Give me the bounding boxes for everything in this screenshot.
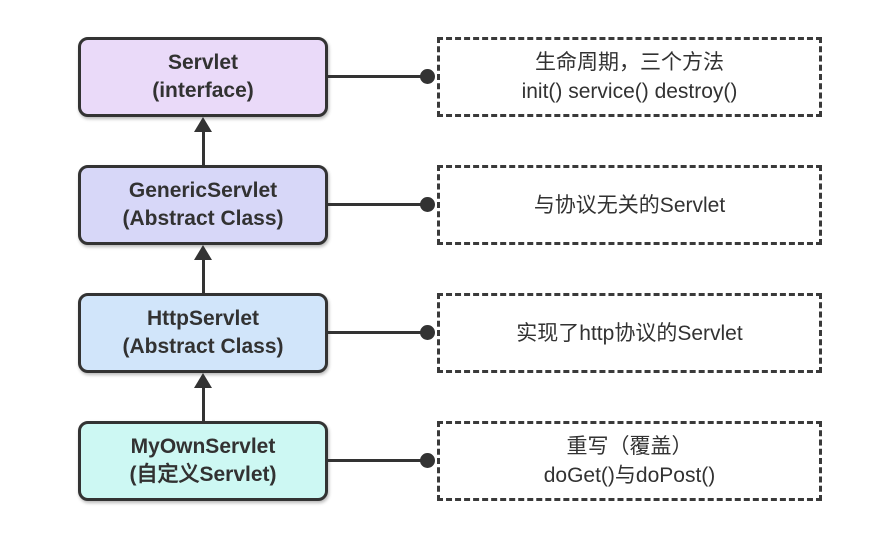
class-box-http-servlet: HttpServlet (Abstract Class) (78, 293, 328, 373)
inheritance-arrow-myown-to-http (194, 373, 212, 421)
class-type-text: (Abstract Class) (122, 207, 284, 230)
connector-line-http-servlet (326, 331, 428, 334)
arrowhead-up-icon (194, 373, 212, 388)
note-box-my-own-servlet: 重写（覆盖） doGet()与doPost() (437, 421, 822, 501)
class-name-text: GenericServlet (128, 179, 278, 202)
note-box-generic-servlet: 与协议无关的Servlet (437, 165, 822, 245)
class-type-text: (interface) (152, 79, 254, 102)
note-line-text: 生命周期，三个方法 (535, 51, 724, 74)
arrow-shaft (201, 131, 205, 165)
class-name-text: MyOwnServlet (130, 435, 276, 458)
class-box-generic-servlet: GenericServlet (Abstract Class) (78, 165, 328, 245)
arrowhead-up-icon (194, 245, 212, 260)
inheritance-arrow-http-to-generic (194, 245, 212, 293)
class-box-servlet: Servlet (interface) (78, 37, 328, 117)
connector-dot-my-own-servlet (420, 453, 435, 468)
class-type-text: (Abstract Class) (122, 335, 284, 358)
note-box-servlet: 生命周期，三个方法 init() service() destroy() (437, 37, 822, 117)
note-line-text: 与协议无关的Servlet (533, 193, 726, 217)
connector-dot-servlet (420, 69, 435, 84)
connector-line-my-own-servlet (326, 459, 428, 462)
note-box-http-servlet: 实现了http协议的Servlet (437, 293, 822, 373)
class-name-text: HttpServlet (146, 307, 260, 330)
connector-line-generic-servlet (326, 203, 428, 206)
class-type-text: (自定义Servlet) (129, 463, 277, 486)
arrow-shaft (201, 259, 205, 293)
arrowhead-up-icon (194, 117, 212, 132)
note-line-text: 实现了http协议的Servlet (516, 321, 743, 345)
note-line-text: doGet()与doPost() (543, 464, 716, 487)
note-line-text: init() service() destroy() (521, 80, 738, 103)
inheritance-arrow-generic-to-servlet (194, 117, 212, 165)
class-name-text: Servlet (167, 51, 239, 74)
class-box-my-own-servlet: MyOwnServlet (自定义Servlet) (78, 421, 328, 501)
arrow-shaft (201, 387, 205, 421)
connector-dot-http-servlet (420, 325, 435, 340)
note-line-text: 重写（覆盖） (566, 435, 693, 458)
connector-line-servlet (326, 75, 428, 78)
connector-dot-generic-servlet (420, 197, 435, 212)
